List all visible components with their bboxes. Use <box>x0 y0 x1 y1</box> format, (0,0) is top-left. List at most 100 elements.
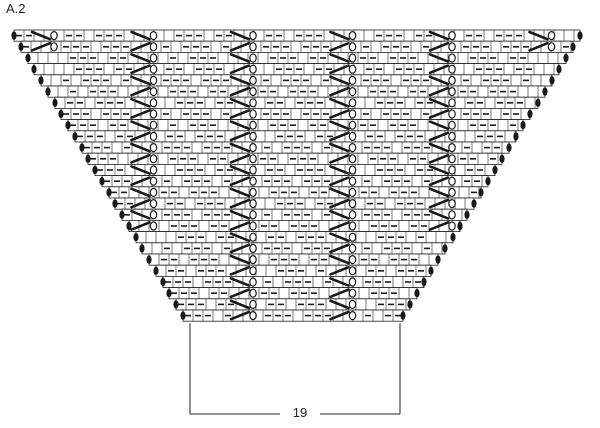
decrease-symbol <box>229 109 251 119</box>
yarn-over-symbol <box>348 30 357 41</box>
decrease-symbol <box>229 243 251 254</box>
yarn-over-symbol <box>149 199 158 209</box>
decrease-symbol <box>329 187 350 198</box>
decrease-symbol <box>428 97 450 108</box>
edge-stitch-right <box>407 300 413 309</box>
repeat-bracket <box>189 323 401 415</box>
decrease-symbol <box>329 153 350 164</box>
yarn-over-symbol <box>149 64 158 74</box>
decrease-symbol <box>229 288 251 299</box>
edge-stitch-left <box>119 210 125 219</box>
decrease-symbol <box>229 254 251 265</box>
decrease-symbol <box>329 165 350 175</box>
decrease-symbol <box>329 86 350 97</box>
yarn-over-symbol <box>149 120 158 130</box>
edge-stitch-right <box>435 255 441 264</box>
yarn-over-symbol <box>448 109 456 119</box>
decrease-symbol <box>229 165 251 175</box>
decrease-symbol <box>428 221 450 231</box>
edge-stitch-left <box>173 300 179 309</box>
edge-stitch-left <box>106 188 112 197</box>
edge-stitch-left <box>18 42 24 51</box>
yarn-over-symbol <box>348 98 357 108</box>
yarn-over-symbol <box>348 266 357 276</box>
yarn-over-symbol <box>249 120 257 130</box>
yarn-over-symbol <box>448 154 456 164</box>
yarn-over-symbol <box>249 75 257 86</box>
yarn-over-symbol <box>448 53 456 63</box>
edge-stitch-right <box>492 165 498 175</box>
decrease-symbol <box>329 232 350 243</box>
yarn-over-symbol <box>249 42 257 52</box>
yarn-over-symbol <box>149 30 158 41</box>
decrease-symbol <box>329 53 350 63</box>
yarn-over-symbol <box>249 187 257 197</box>
edge-stitch-right <box>457 221 463 231</box>
decrease-symbol <box>130 97 151 108</box>
edge-stitch-right <box>464 210 470 219</box>
decrease-symbol <box>428 30 450 41</box>
edge-stitch-left <box>79 143 85 152</box>
decrease-symbol <box>329 176 350 187</box>
yarn-over-symbol <box>348 243 357 253</box>
edge-stitch-right <box>442 244 448 253</box>
yarn-over-symbol <box>249 288 257 298</box>
decrease-symbol <box>229 198 251 209</box>
decrease-symbol <box>130 209 151 220</box>
edge-stitch-right <box>506 143 512 152</box>
edge-stitch-left <box>11 31 17 40</box>
decrease-symbol <box>329 41 350 52</box>
yarn-over-symbol <box>448 187 456 197</box>
decrease-symbol <box>229 176 251 187</box>
yarn-over-symbol <box>348 86 357 97</box>
decrease-symbol <box>428 153 450 164</box>
decrease-symbol <box>229 75 251 86</box>
decrease-symbol <box>229 86 251 97</box>
yarn-over-symbol <box>448 30 456 41</box>
edge-stitch-left <box>45 87 51 96</box>
yarn-over-symbol <box>348 311 357 321</box>
decrease-symbol <box>229 277 251 287</box>
edge-stitch-right <box>421 277 427 287</box>
yarn-over-symbol <box>348 221 357 231</box>
decrease-symbol <box>428 64 450 75</box>
decrease-symbol <box>130 53 151 63</box>
edge-stitch-left <box>65 121 71 130</box>
yarn-over-symbol <box>249 165 257 175</box>
yarn-over-symbol <box>448 120 456 130</box>
yarn-over-symbol <box>149 176 158 186</box>
yarn-over-symbol <box>249 131 257 141</box>
yarn-over-symbol <box>249 143 257 153</box>
yarn-over-symbol <box>348 42 357 52</box>
yarn-over-symbol <box>348 255 357 265</box>
yarn-over-symbol <box>50 42 58 52</box>
edge-stitch-right <box>520 121 526 130</box>
yarn-over-symbol <box>547 42 556 52</box>
yarn-over-symbol <box>249 109 257 119</box>
yarn-over-symbol <box>149 98 158 108</box>
yarn-over-symbol <box>249 266 257 276</box>
yarn-over-symbol <box>149 221 158 231</box>
decrease-symbol <box>329 254 350 265</box>
edge-stitch-left <box>139 244 145 253</box>
yarn-over-symbol <box>149 165 158 175</box>
decrease-symbol <box>329 198 350 209</box>
decrease-symbol <box>329 265 350 276</box>
edge-stitch-right <box>499 154 505 163</box>
decrease-symbol <box>130 86 151 97</box>
decrease-symbol <box>130 187 151 198</box>
yarn-over-symbol <box>249 154 257 164</box>
edge-stitch-left <box>31 65 37 74</box>
edge-stitch-right <box>400 311 406 320</box>
edge-stitch-left <box>92 165 98 175</box>
decrease-symbol <box>229 209 251 220</box>
decrease-symbol <box>229 187 251 198</box>
yarn-over-symbol <box>149 75 158 86</box>
yarn-over-symbol <box>149 42 158 52</box>
decrease-symbol <box>130 142 151 153</box>
yarn-over-symbol <box>249 255 257 265</box>
yarn-over-symbol <box>448 165 456 175</box>
decrease-symbol <box>528 41 549 52</box>
decrease-symbol <box>428 53 450 63</box>
yarn-over-symbol <box>249 277 257 287</box>
